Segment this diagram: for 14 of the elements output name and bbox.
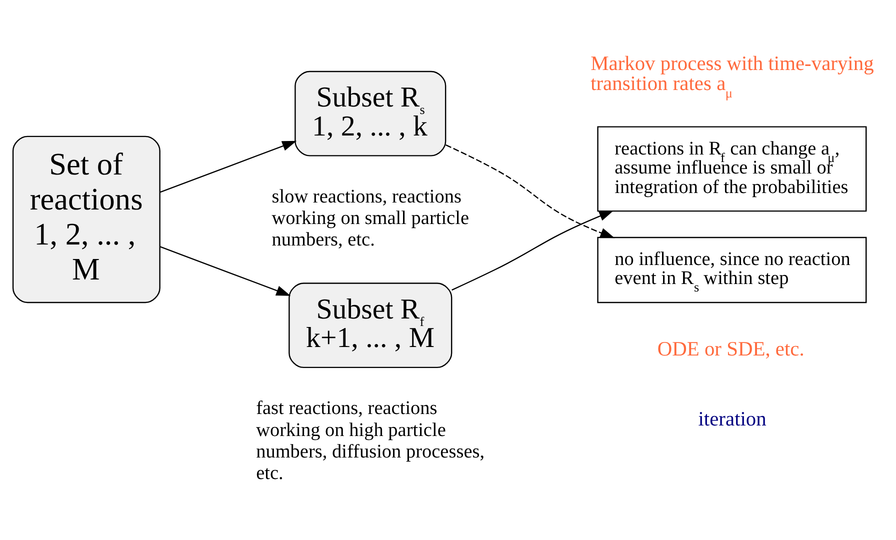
node-label: slow reactions, reactions working on small particle numbers, etc. [272, 186, 469, 251]
node-box: Set of reactions 1, 2, ... , M [12, 136, 160, 304]
node-box: Subset R$_{s}$ 1, 2, ... , k [294, 70, 446, 156]
arrow [160, 140, 297, 193]
node-box: no influence, since no reaction event in R$_{s}$ within step [597, 236, 867, 304]
arrow [446, 144, 615, 238]
node-box: reactions in R$_{f}$ can change a$_{μ}$, assume influence is small or integration of the probabilities [597, 126, 867, 212]
label: Markov process with time-varying transition rates a$_{μ}$ [590, 52, 874, 101]
arrow [452, 210, 614, 291]
node-box: Subset R$_{f}$ k+1, ... , M [288, 282, 452, 368]
label: iteration [698, 408, 766, 430]
arrow [160, 246, 291, 296]
node-label: fast reactions, reactions working on high particle numbers, diffusion processes, etc. [256, 398, 485, 484]
label: ODE or SDE, etc. [657, 338, 804, 361]
